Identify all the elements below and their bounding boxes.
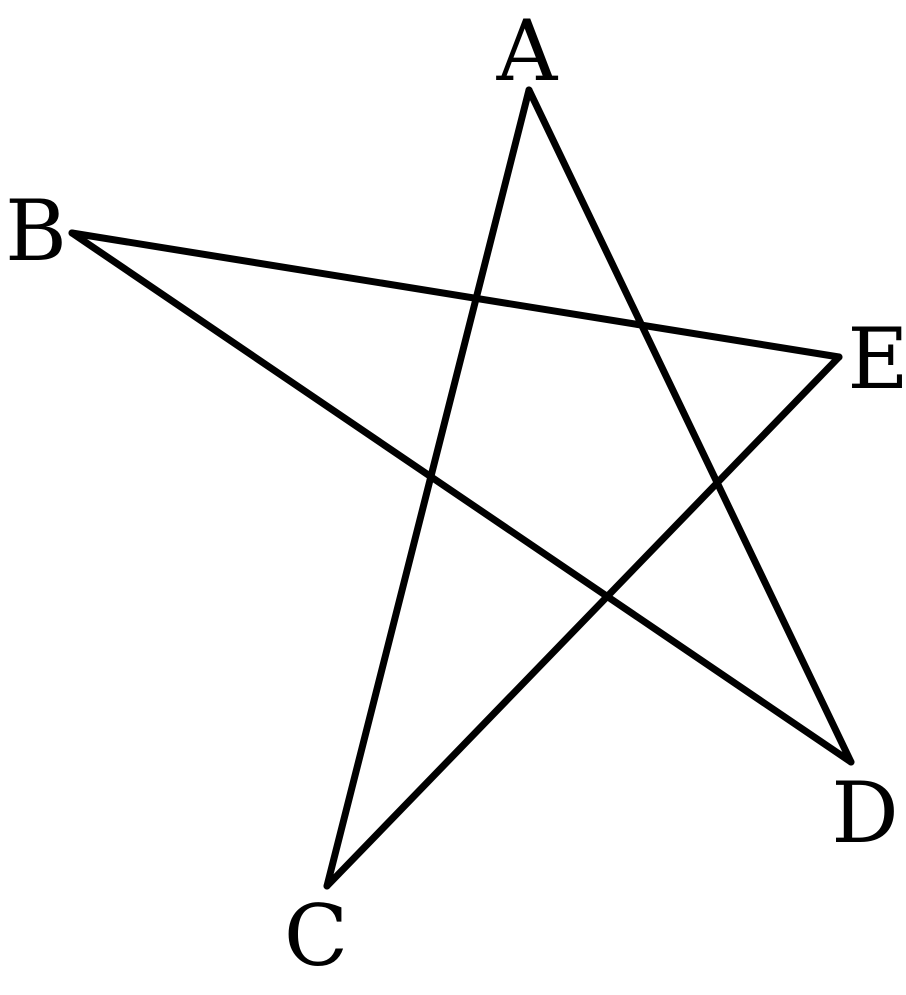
edge-be <box>68 229 843 361</box>
labels-group: A B C D E <box>5 2 906 985</box>
vertex-label-d: D <box>831 764 898 862</box>
vertex-label-b: B <box>5 182 67 280</box>
vertex-label-c: C <box>284 887 348 985</box>
vertex-label-e: E <box>847 310 906 408</box>
edge-ac <box>323 86 533 890</box>
edges-group <box>68 86 855 890</box>
edge-ce <box>323 353 843 890</box>
edge-ad <box>525 86 855 766</box>
vertex-label-a: A <box>496 2 559 100</box>
edge-bd <box>68 229 855 766</box>
